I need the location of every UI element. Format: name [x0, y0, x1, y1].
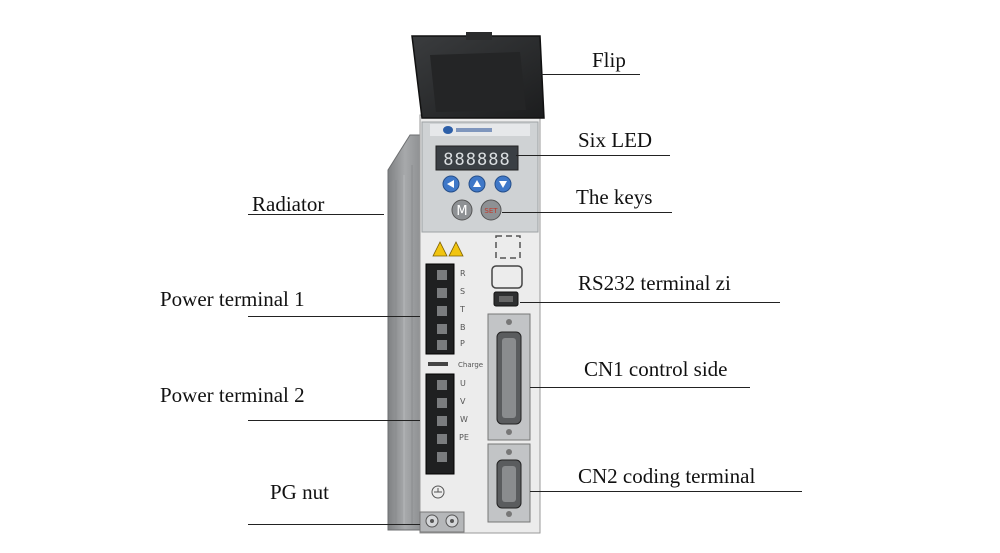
m-key-label: M [456, 204, 467, 219]
cn-slot-top [495, 235, 521, 259]
terminal-u-label: U [460, 379, 466, 388]
power-terminal-block-2 [425, 373, 455, 475]
chevron-down-icon [499, 181, 507, 188]
leader-six-led [516, 155, 670, 156]
set-key[interactable] [480, 199, 502, 221]
arrow-keys [442, 175, 512, 193]
terminal-r-label: R [460, 269, 466, 278]
chevron-left-icon [447, 180, 454, 188]
chevron-up-icon [473, 180, 481, 187]
label-the-keys: The keys [576, 185, 653, 209]
leader-pg-nut [248, 524, 420, 525]
terminal-s-label: S [460, 287, 465, 296]
ground-icon [431, 485, 445, 499]
leader-flip [540, 74, 640, 75]
terminal-pe-label: PE [459, 433, 469, 442]
label-power-terminal-2: Power terminal 2 [160, 383, 305, 407]
pg-nuts [419, 511, 465, 533]
led-display [435, 145, 519, 171]
label-rs232: RS232 terminal zi [578, 271, 731, 295]
label-pg-nut: PG nut [270, 480, 329, 504]
leader-power-terminal-1 [248, 316, 420, 317]
charge-indicator [428, 362, 448, 366]
leader-cn2 [530, 491, 802, 492]
terminal-v-label: V [460, 397, 466, 406]
m-key[interactable] [451, 199, 473, 221]
label-cn2: CN2 coding terminal [578, 464, 756, 488]
label-cn1: CN1 control side [584, 357, 728, 381]
cn2-connector[interactable] [487, 443, 531, 523]
cn-slot-2 [491, 265, 523, 289]
logo-icon [443, 126, 453, 134]
led-digits: 888888 [443, 150, 510, 170]
warning-icon [448, 241, 464, 257]
label-six-led: Six LED [578, 128, 653, 152]
label-radiator: Radiator [252, 192, 325, 216]
terminal-w-label: W [460, 415, 468, 424]
terminal-p-label: P [460, 339, 465, 348]
label-power-terminal-1: Power terminal 1 [160, 287, 305, 311]
set-key-label: SET [484, 207, 498, 215]
charge-label: Charge [458, 361, 483, 369]
leader-rs232 [520, 302, 780, 303]
cn1-connector[interactable] [487, 313, 531, 441]
leader-power-terminal-2 [248, 420, 420, 421]
power-terminal-block-1 [425, 263, 455, 355]
terminal-b-label: B [460, 323, 466, 332]
warning-icon [432, 241, 448, 257]
leader-the-keys [502, 212, 672, 213]
flip-cover [411, 32, 545, 119]
radiator [387, 134, 423, 531]
label-flip: Flip [592, 48, 626, 72]
leader-radiator [248, 214, 384, 215]
leader-cn1 [530, 387, 750, 388]
terminal-t-label: T [459, 305, 465, 314]
